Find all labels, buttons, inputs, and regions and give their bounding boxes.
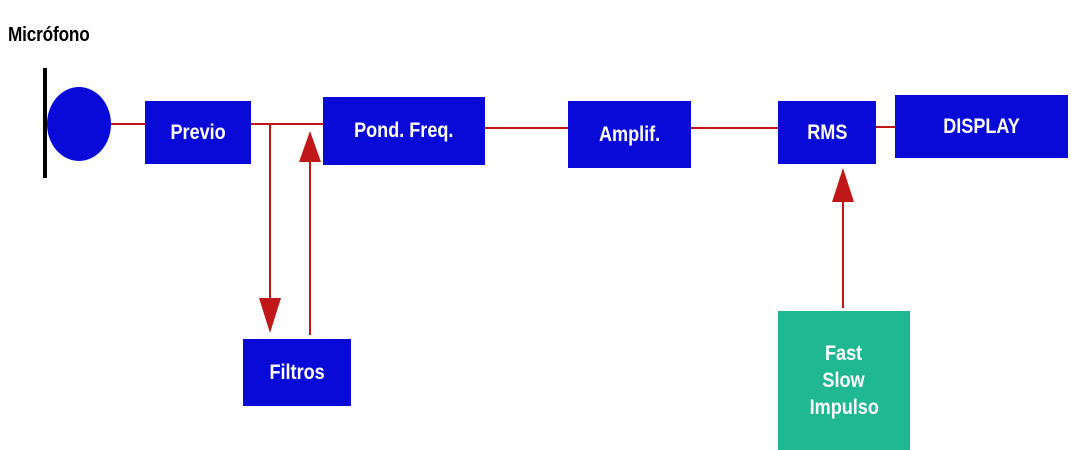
microphone-label: Micrófono bbox=[8, 24, 90, 46]
rms-label: RMS bbox=[806, 120, 848, 144]
response-mode-impulso: Impulso bbox=[809, 396, 879, 419]
preamp-block: Previo bbox=[145, 101, 251, 164]
response-mode-fast: Fast bbox=[825, 342, 863, 365]
arrow-up-icon bbox=[299, 131, 321, 162]
frequency-weighting-label: Pond. Freq. bbox=[354, 119, 454, 142]
rms-block: RMS bbox=[778, 101, 876, 164]
frequency-weighting-block: Pond. Freq. bbox=[323, 97, 485, 165]
filters-block: Filtros bbox=[243, 339, 351, 406]
amplifier-label: Amplif. bbox=[598, 122, 661, 146]
arrow-up-icon bbox=[832, 168, 854, 202]
preamp-label: Previo bbox=[170, 120, 226, 144]
display-label: DISPLAY bbox=[943, 114, 1020, 138]
response-mode-slow: Slow bbox=[822, 369, 866, 392]
display-block: DISPLAY bbox=[895, 95, 1068, 158]
response-mode-block: Fast Slow Impulso bbox=[778, 311, 910, 450]
arrow-down-icon bbox=[259, 298, 281, 333]
amplifier-block: Amplif. bbox=[568, 101, 691, 168]
microphone-capsule bbox=[47, 87, 111, 161]
filters-label: Filtros bbox=[269, 360, 325, 384]
